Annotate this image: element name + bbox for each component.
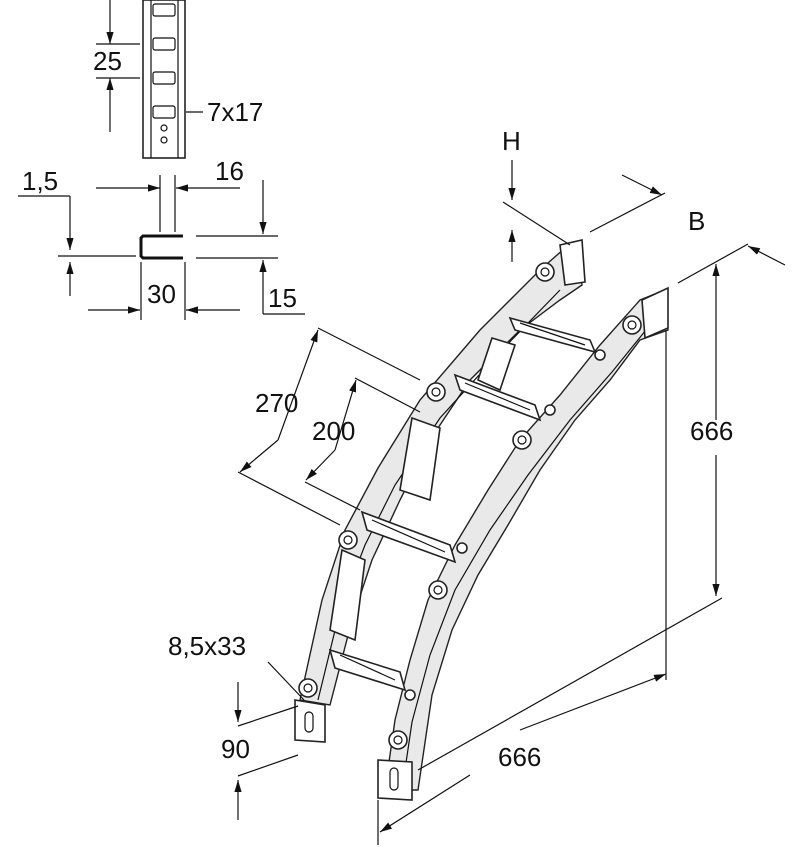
rung: [508, 316, 597, 354]
profile-height-label: 15: [268, 283, 297, 313]
wall-thickness-label: 1,5: [22, 166, 58, 196]
end-connector-right: [377, 759, 413, 801]
dim-run: 666: [377, 597, 723, 845]
profile-depth-label: 16: [215, 156, 244, 186]
connector-length-label: 90: [221, 734, 250, 764]
dim-widths: 270 200: [237, 327, 421, 526]
profile-section-detail: 1,5 16 30 15: [18, 156, 305, 320]
profile-width-label: 30: [147, 279, 176, 309]
dim-h: H: [502, 126, 666, 262]
rung: [360, 510, 457, 564]
dim-b: B: [677, 206, 786, 284]
rung: [328, 648, 407, 692]
rail-side-detail: 25 7x17: [93, 0, 263, 159]
vertical-rise-label: 666: [690, 416, 733, 446]
width-label: B: [688, 206, 705, 236]
end-connector-left: [294, 699, 326, 743]
slot-size-label: 7x17: [207, 97, 263, 127]
hinge-bolts: [298, 262, 642, 750]
ladder-bend: [294, 239, 669, 801]
slot-pitch-label: 25: [93, 46, 122, 76]
rung: [453, 373, 542, 422]
horizontal-run-label: 666: [498, 742, 541, 772]
height-label: H: [502, 126, 521, 156]
inner-width-label: 200: [312, 416, 355, 446]
outer-width-label: 270: [255, 388, 298, 418]
dim-connector: 8,5x33 90: [168, 631, 305, 820]
dim-rise: 666: [665, 264, 733, 680]
connector-slot-label: 8,5x33: [168, 631, 246, 661]
